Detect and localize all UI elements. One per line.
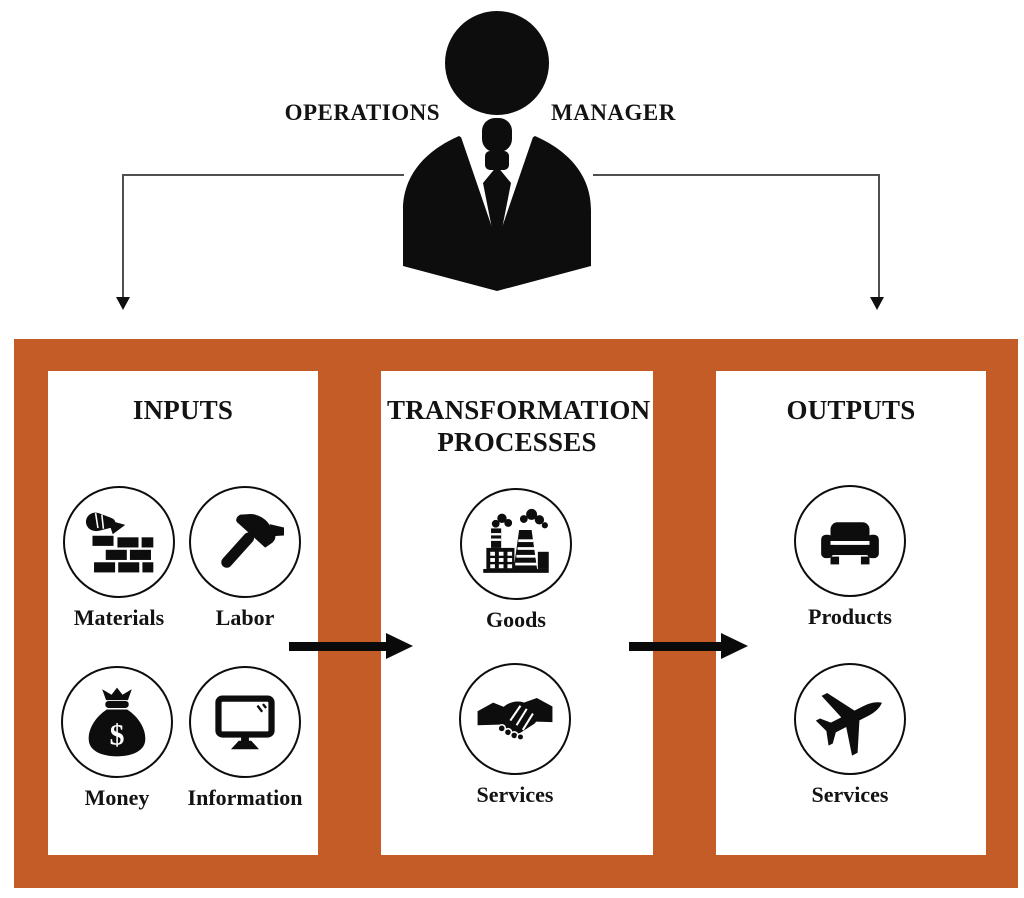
panel-title: OUTPUTS — [786, 395, 916, 425]
item-label: Services — [811, 782, 889, 807]
icon-circle — [794, 485, 906, 597]
item-label: Information — [187, 785, 303, 810]
output-products: Products — [775, 485, 925, 630]
hammer-icon — [221, 513, 284, 568]
arrowhead-right-icon — [386, 633, 413, 659]
panel-title: INPUTS — [132, 395, 234, 425]
operations-label: OPERATIONS — [284, 100, 440, 125]
arrow-shaft — [629, 642, 721, 651]
money-bag-icon: $ — [88, 687, 146, 757]
item-label: Materials — [73, 605, 165, 630]
icon-circle — [459, 663, 571, 775]
icon-circle — [460, 488, 572, 600]
connector-manager-to-outputs — [593, 174, 880, 302]
input-labor: Labor — [170, 486, 320, 631]
icon-circle: $ — [61, 666, 173, 778]
arrowhead-down-icon — [116, 297, 130, 310]
input-materials: Materials — [44, 486, 194, 631]
business-person-icon — [403, 11, 591, 291]
panel-outputs: OUTPUTS Products — [716, 371, 986, 855]
arrowhead-down-icon — [870, 297, 884, 310]
input-information: Information — [170, 666, 320, 811]
airplane-icon — [815, 693, 882, 756]
arrow-shaft — [289, 642, 386, 651]
manager-label: MANAGER — [551, 100, 676, 125]
icon-circle — [189, 666, 301, 778]
item-label: Labor — [215, 605, 275, 630]
item-label: Products — [808, 604, 892, 629]
handshake-icon — [477, 697, 553, 741]
item-label: Goods — [486, 607, 546, 632]
item-label: Money — [84, 785, 150, 810]
panel-inputs: INPUTS Materials — [48, 371, 318, 855]
input-money: $ Money — [42, 666, 192, 811]
factory-icon — [483, 508, 549, 573]
panel-title: TRANSFORMATION PROCESSES — [387, 395, 651, 457]
process-frame: INPUTS Materials — [14, 339, 1018, 888]
svg-text:$: $ — [110, 720, 125, 752]
icon-circle — [189, 486, 301, 598]
output-services: Services — [775, 663, 925, 808]
computer-monitor-icon — [215, 695, 275, 750]
process-services: Services — [440, 663, 590, 808]
arrowhead-right-icon — [721, 633, 748, 659]
bricklaying-icon — [85, 512, 154, 573]
item-label: Services — [476, 782, 554, 807]
sofa-icon — [821, 522, 879, 565]
connector-manager-to-inputs — [122, 174, 404, 302]
icon-circle — [794, 663, 906, 775]
icon-circle — [63, 486, 175, 598]
process-goods: Goods — [441, 488, 591, 633]
panel-transformation-processes: TRANSFORMATION PROCESSES — [381, 371, 653, 855]
